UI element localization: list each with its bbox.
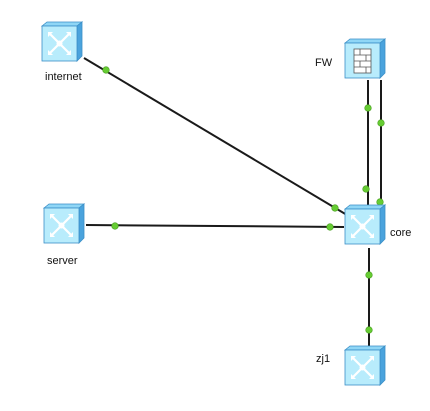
- port-dot: [364, 104, 372, 112]
- port-dot: [102, 66, 110, 74]
- port-dot: [326, 223, 334, 231]
- l3-switch-icon: [42, 202, 86, 245]
- port-dot: [365, 326, 373, 334]
- device-label: server: [47, 255, 78, 267]
- l3-switch-icon: [40, 20, 84, 63]
- link-internet-core: [83, 57, 353, 219]
- ports-layer: [102, 66, 385, 334]
- l3-switch-icon: [343, 344, 387, 387]
- links-layer: [83, 57, 382, 346]
- port-dot: [111, 222, 119, 230]
- device-server[interactable]: server: [42, 202, 86, 267]
- device-core[interactable]: core: [343, 203, 411, 246]
- port-dot: [365, 271, 373, 279]
- port-dot: [376, 198, 384, 206]
- l3-switch-icon: [343, 203, 387, 246]
- port-dot: [362, 185, 370, 193]
- link-server-core: [85, 224, 345, 228]
- device-fw[interactable]: FW: [315, 38, 386, 79]
- port-dot: [377, 119, 385, 127]
- device-label: core: [390, 227, 411, 239]
- firewall-icon: [344, 38, 386, 79]
- device-label: FW: [315, 57, 333, 69]
- port-dot: [331, 204, 339, 212]
- device-label: internet: [45, 71, 82, 83]
- device-label: zj1: [316, 353, 330, 365]
- device-zj1[interactable]: zj1: [316, 344, 387, 387]
- device-internet[interactable]: internet: [40, 20, 84, 83]
